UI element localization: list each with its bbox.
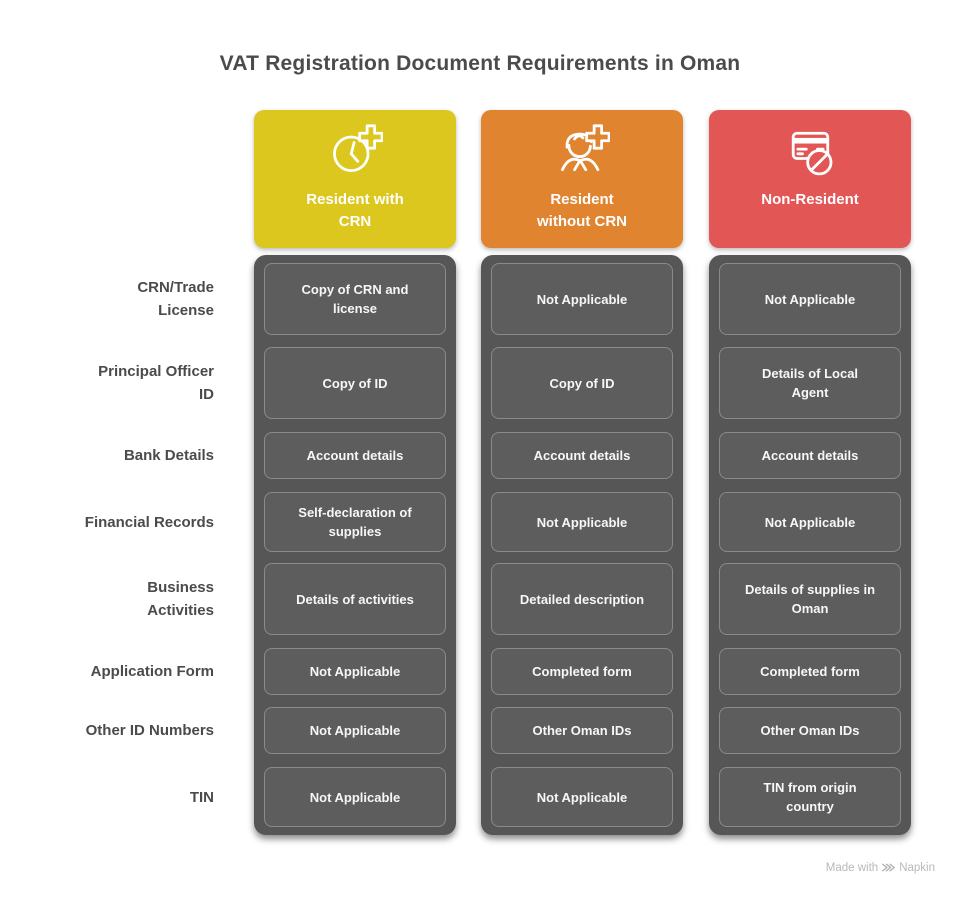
made-with-text: Made with — [825, 861, 879, 874]
cell-application-col1: Not Applicable — [264, 648, 446, 695]
cell-bank-col3: Account details — [719, 432, 901, 479]
column-body: Not Applicable Copy of ID Account detail… — [481, 255, 683, 835]
cell-tin-col2: Not Applicable — [491, 767, 673, 827]
cell-other-ids-col1: Not Applicable — [264, 707, 446, 754]
brand-text: Napkin — [899, 861, 935, 874]
cell-financial-col3: Not Applicable — [719, 492, 901, 552]
cell-bank-col1: Account details — [264, 432, 446, 479]
column-header-label: Non-Resident — [761, 191, 859, 208]
cell-other-ids-col3: Other Oman IDs — [719, 707, 901, 754]
column-header-non-resident: Non-Resident — [709, 110, 911, 248]
clock-plus-icon — [333, 124, 383, 172]
cell-officer-id-col1: Copy of ID — [264, 347, 446, 419]
column-header-resident-without-crn: Resident without CRN — [481, 110, 683, 248]
column-header-label: Resident without CRN — [537, 191, 627, 230]
row-label-other-id-numbers: Other ID Numbers — [85, 722, 214, 739]
cell-tin-col1: Not Applicable — [264, 767, 446, 827]
cell-crn-license-col1: Copy of CRN and license — [264, 263, 446, 335]
row-label-business-activities: Business Activities — [147, 579, 214, 619]
cell-application-col2: Completed form — [491, 648, 673, 695]
cell-activities-col2: Detailed description — [491, 563, 673, 635]
row-label-principal-officer-id: Principal Officer ID — [98, 363, 214, 403]
cell-other-ids-col2: Other Oman IDs — [491, 707, 673, 754]
napkin-credit: Made with Napkin — [826, 861, 935, 874]
cell-activities-col3: Details of supplies in Oman — [719, 563, 901, 635]
cell-officer-id-col2: Copy of ID — [491, 347, 673, 419]
row-label-bank-details: Bank Details — [123, 447, 214, 464]
card-blocked-icon — [791, 131, 833, 176]
person-plus-icon — [561, 124, 610, 172]
row-label-tin: TIN — [189, 788, 214, 806]
cell-application-col3: Completed form — [719, 648, 901, 695]
column-header-resident-with-crn: Resident with CRN — [254, 110, 456, 248]
row-label-crn-trade-license: CRN/Trade License — [137, 279, 214, 319]
column-body: Copy of CRN and license Copy of ID Accou… — [254, 255, 456, 835]
cell-financial-col2: Not Applicable — [491, 492, 673, 552]
napkin-logo-icon — [882, 863, 896, 872]
column-header-label: Resident with CRN — [306, 191, 404, 230]
cell-financial-col1: Self-declaration of supplies — [264, 492, 446, 552]
row-label-financial-records: Financial Records — [84, 513, 214, 531]
cell-crn-license-col2: Not Applicable — [491, 263, 673, 335]
column-body: Not Applicable Details of Local Agent Ac… — [709, 255, 911, 835]
cell-officer-id-col3: Details of Local Agent — [719, 347, 901, 419]
cell-activities-col1: Details of activities — [264, 563, 446, 635]
cell-crn-license-col3: Not Applicable — [719, 263, 901, 335]
row-label-application-form: Application Form — [90, 663, 214, 680]
cell-bank-col2: Account details — [491, 432, 673, 479]
page-title: VAT Registration Document Requirements i… — [219, 52, 741, 75]
cell-tin-col3: TIN from origin country — [719, 767, 901, 827]
